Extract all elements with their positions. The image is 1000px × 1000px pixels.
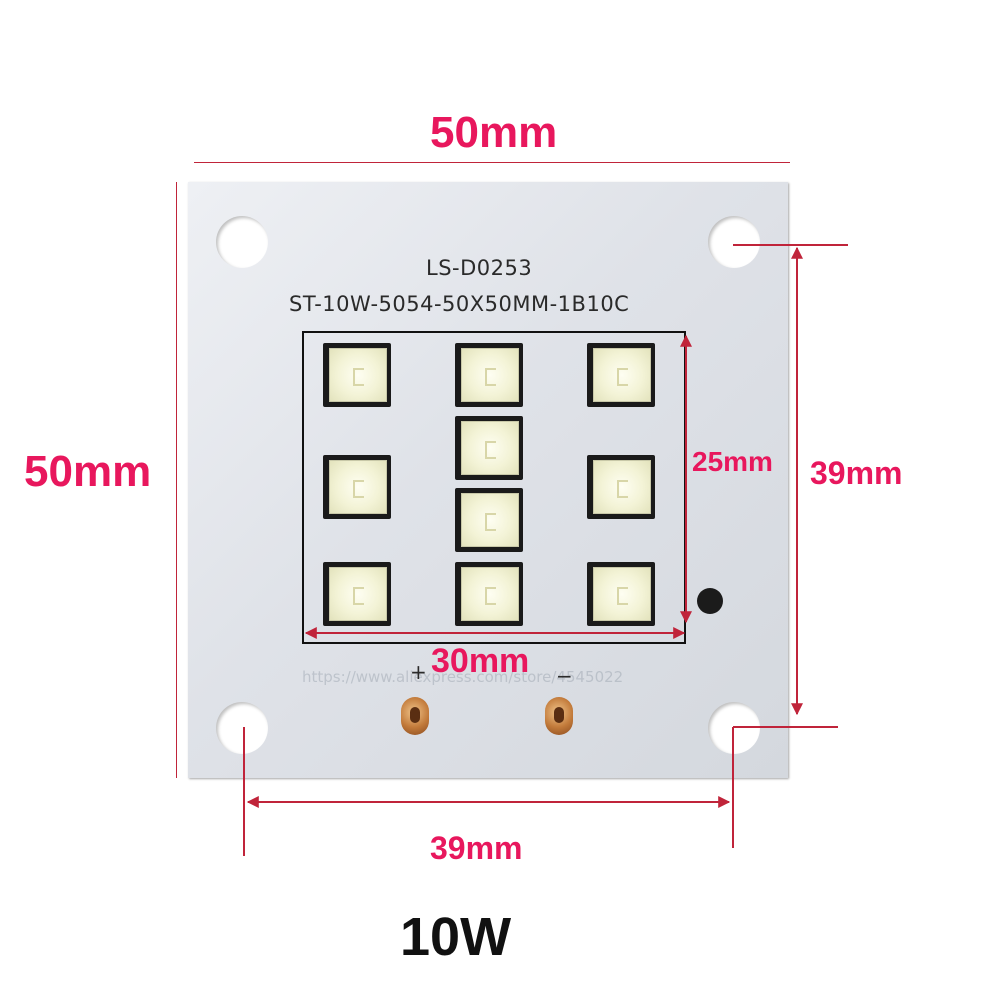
dimension-led-area-width: 30mm	[431, 642, 530, 680]
dimension-top-width: 50mm	[430, 108, 558, 157]
store-watermark: https://www.aliexpress.com/store/4545022	[302, 668, 624, 686]
dimension-hole-spacing-vertical: 39mm	[810, 455, 903, 491]
led-chip	[455, 562, 523, 626]
board-label-spec: ST-10W-5054-50X50MM-1B10C	[289, 292, 630, 316]
mounting-hole-bottom-right	[708, 702, 760, 754]
led-chip	[587, 562, 655, 626]
led-chip	[323, 343, 391, 407]
led-chip	[323, 455, 391, 519]
mounting-hole-top-left	[216, 216, 268, 268]
mounting-hole-bottom-left	[216, 702, 268, 754]
mounting-hole-top-right	[708, 216, 760, 268]
positive-terminal-label: +	[410, 660, 428, 684]
board-label-part-number: LS-D0253	[426, 256, 533, 280]
dimension-line-top	[194, 162, 790, 163]
dimension-led-area-height: 25mm	[692, 446, 773, 477]
led-chip	[455, 343, 523, 407]
dimension-line-left	[176, 182, 177, 778]
led-chip	[323, 562, 391, 626]
negative-solder-pad	[545, 697, 573, 735]
led-chip	[587, 455, 655, 519]
dimension-left-height: 50mm	[24, 447, 152, 496]
led-chip	[455, 488, 523, 552]
led-chip	[455, 416, 523, 480]
dimension-hole-spacing-horizontal: 39mm	[430, 830, 523, 866]
polarity-dot	[697, 588, 723, 614]
negative-terminal-label: −	[556, 664, 574, 688]
led-chip	[587, 343, 655, 407]
positive-solder-pad	[401, 697, 429, 735]
power-rating-caption: 10W	[400, 907, 512, 967]
